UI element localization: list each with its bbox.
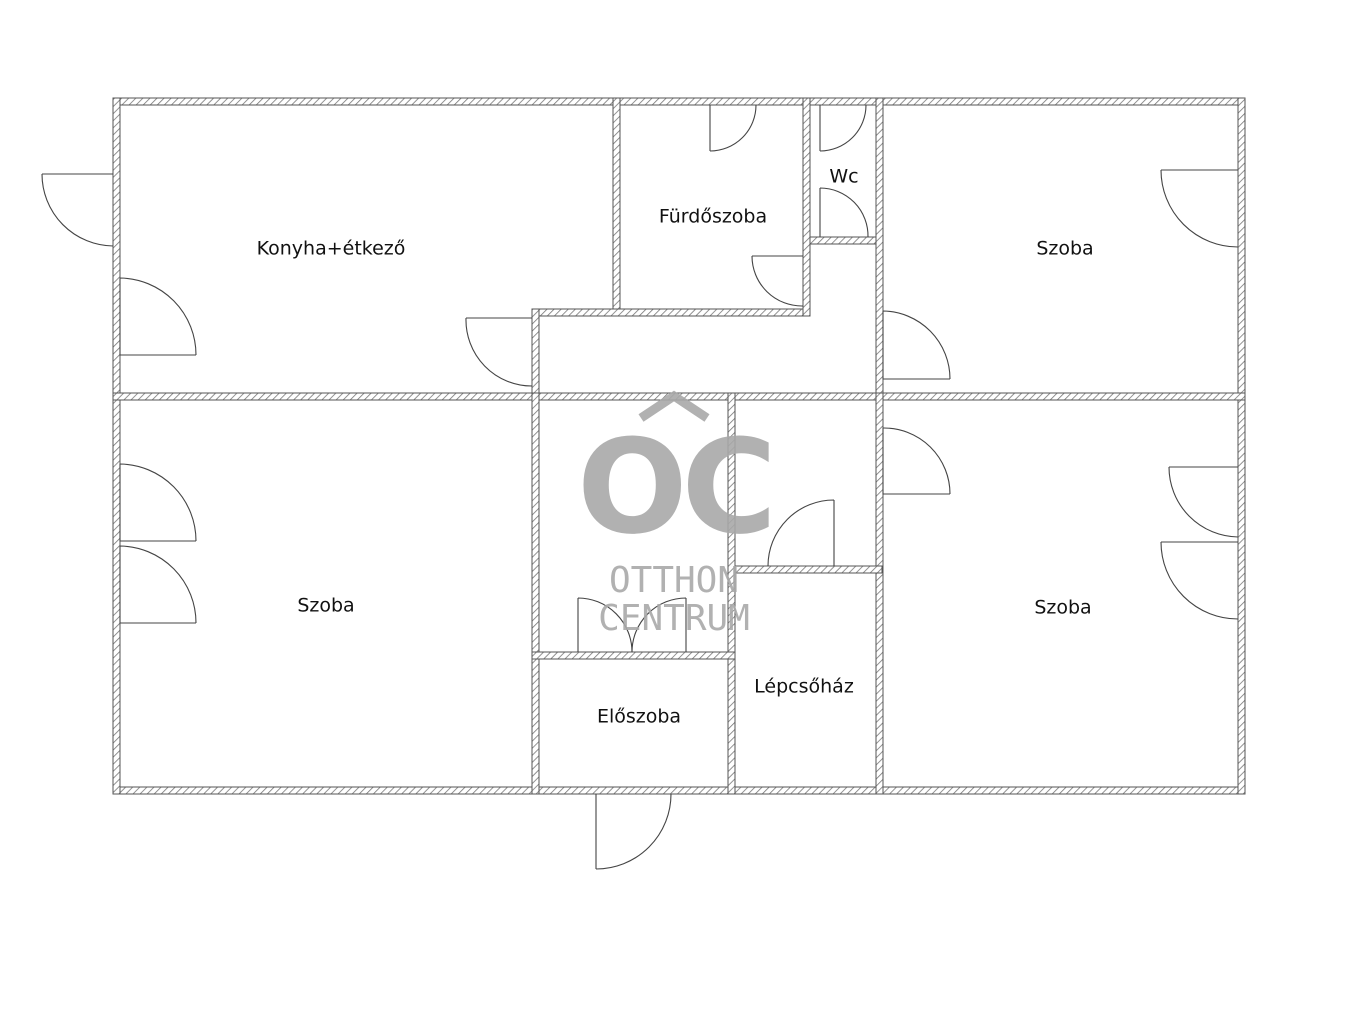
- door-kitchen-corridor: [465, 317, 533, 387]
- door-ne-left: [882, 310, 951, 380]
- door-w-upper: [119, 463, 197, 542]
- label-stairs: Lépcsőház: [754, 676, 854, 698]
- outer-wall-left: [112, 97, 121, 795]
- wall-bath-wc: [802, 97, 811, 317]
- wall-stairs-room: [875, 392, 884, 795]
- doors: [41, 104, 1239, 870]
- watermark: OC OTTHON CENTRUM: [577, 390, 777, 639]
- door-stair-landing: [767, 499, 835, 567]
- label-bathroom: Fürdőszoba: [659, 206, 767, 228]
- wall-wc-bottom: [809, 236, 881, 245]
- door-se-right-upper: [1168, 466, 1239, 538]
- wall-corridor-left: [531, 308, 540, 401]
- door-bath-top: [709, 104, 757, 152]
- wall-wc-room: [875, 97, 884, 401]
- door-kitchen-exterior: [41, 173, 114, 247]
- watermark-line1: OTTHON: [609, 560, 739, 601]
- wall-kitchen-bath: [612, 97, 621, 313]
- door-ne-right: [1160, 169, 1239, 248]
- wall-corridor-bottom: [531, 392, 883, 401]
- door-closet-right: [631, 597, 687, 653]
- label-room-w: Szoba: [297, 595, 354, 617]
- watermark-monogram: OC: [577, 411, 771, 563]
- door-w-lower: [119, 545, 197, 624]
- wall-middle-right: [875, 392, 1246, 401]
- watermark-hat-icon: [638, 390, 710, 422]
- door-closet-left: [577, 597, 633, 653]
- label-room-ne: Szoba: [1036, 238, 1093, 260]
- wall-stairs-top: [734, 565, 883, 574]
- watermark-line2: CENTRUM: [598, 598, 750, 639]
- outer-wall-right: [1237, 97, 1246, 795]
- walls: [112, 97, 1246, 795]
- room-labels: Konyha+étkező Fürdőszoba Wc Szoba Szoba …: [257, 166, 1094, 728]
- wall-closet-hall: [531, 651, 736, 660]
- outer-wall-bottom: [112, 786, 1246, 795]
- wall-room-hall: [531, 392, 540, 795]
- wall-closet-stairs: [727, 392, 736, 795]
- door-wc-top: [819, 104, 867, 152]
- door-kitchen-left: [119, 277, 197, 356]
- label-hall: Előszoba: [597, 706, 681, 728]
- door-bath-bottom: [751, 255, 804, 307]
- label-room-se: Szoba: [1034, 597, 1091, 619]
- door-se-right-lower: [1160, 541, 1239, 620]
- door-entrance: [595, 793, 672, 870]
- door-wc-bottom: [819, 187, 869, 238]
- wall-middle-left: [112, 392, 540, 401]
- label-kitchen: Konyha+étkező: [257, 238, 406, 260]
- label-wc: Wc: [829, 166, 858, 188]
- outer-wall-top: [112, 97, 1246, 106]
- wall-corridor-top-left: [531, 308, 811, 317]
- door-se-left: [882, 427, 951, 495]
